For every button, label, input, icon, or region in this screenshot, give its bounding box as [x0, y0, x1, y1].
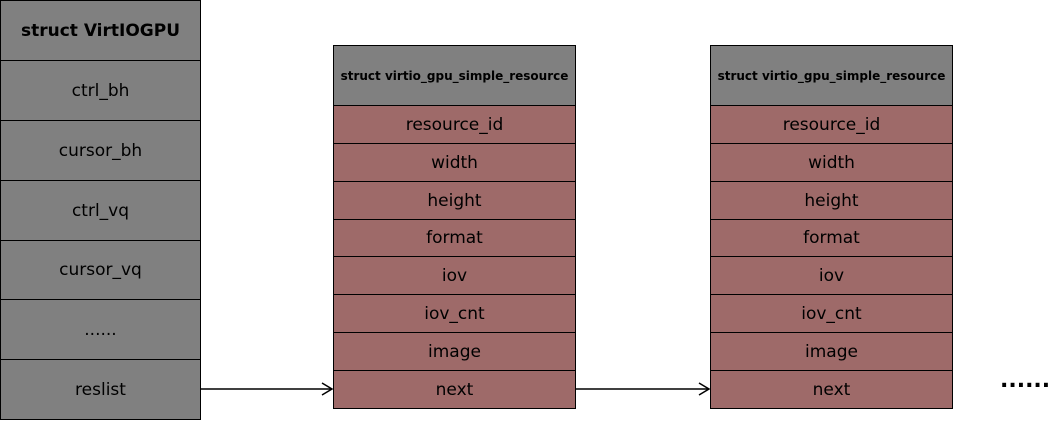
field-ctrl-vq: ctrl_vq — [1, 181, 200, 241]
resource-1-field-iov: iov — [334, 257, 575, 295]
resource-struct-2: struct virtio_gpu_simple_resource resour… — [710, 45, 953, 409]
arrowhead-1 — [321, 382, 334, 396]
resource-1-field-next: next — [435, 379, 474, 400]
resource-1-field-format: format — [334, 220, 575, 257]
field-ellipsis: ...... — [1, 300, 200, 360]
resource-1-field-resource-id: resource_id — [334, 106, 575, 144]
resource-1-field-width: width — [334, 144, 575, 182]
field-cursor-vq: cursor_vq — [1, 241, 200, 300]
resource-1-field-iov-cnt: iov_cnt — [334, 295, 575, 333]
resource-1-field-image: image — [334, 333, 575, 371]
field-ctrl-bh: ctrl_bh — [1, 61, 200, 121]
field-reslist: reslist — [75, 379, 126, 400]
resource-2-field-image: image — [711, 333, 952, 371]
resource-2-field-height: height — [711, 182, 952, 220]
resource-struct-1: struct virtio_gpu_simple_resource resour… — [333, 45, 576, 409]
virtiogpu-title: struct VirtIOGPU — [20, 20, 181, 41]
list-continuation-ellipsis: ...... — [1000, 368, 1051, 393]
resource-2-field-width: width — [711, 144, 952, 182]
field-cursor-bh: cursor_bh — [1, 121, 200, 181]
virtiogpu-struct: struct VirtIOGPU ctrl_bh cursor_bh ctrl_… — [0, 0, 201, 420]
resource-2-field-iov: iov — [711, 257, 952, 295]
arrowhead-2 — [698, 382, 711, 396]
resource-struct-2-title: struct virtio_gpu_simple_resource — [711, 46, 952, 106]
resource-2-field-resource-id: resource_id — [711, 106, 952, 144]
resource-2-field-format: format — [711, 220, 952, 257]
resource-struct-1-title: struct virtio_gpu_simple_resource — [334, 46, 575, 106]
virtiogpu-title-cell: struct VirtIOGPU — [1, 1, 200, 61]
resource-2-field-next: next — [812, 379, 851, 400]
resource-1-field-height: height — [334, 182, 575, 220]
resource-2-field-iov-cnt: iov_cnt — [711, 295, 952, 333]
